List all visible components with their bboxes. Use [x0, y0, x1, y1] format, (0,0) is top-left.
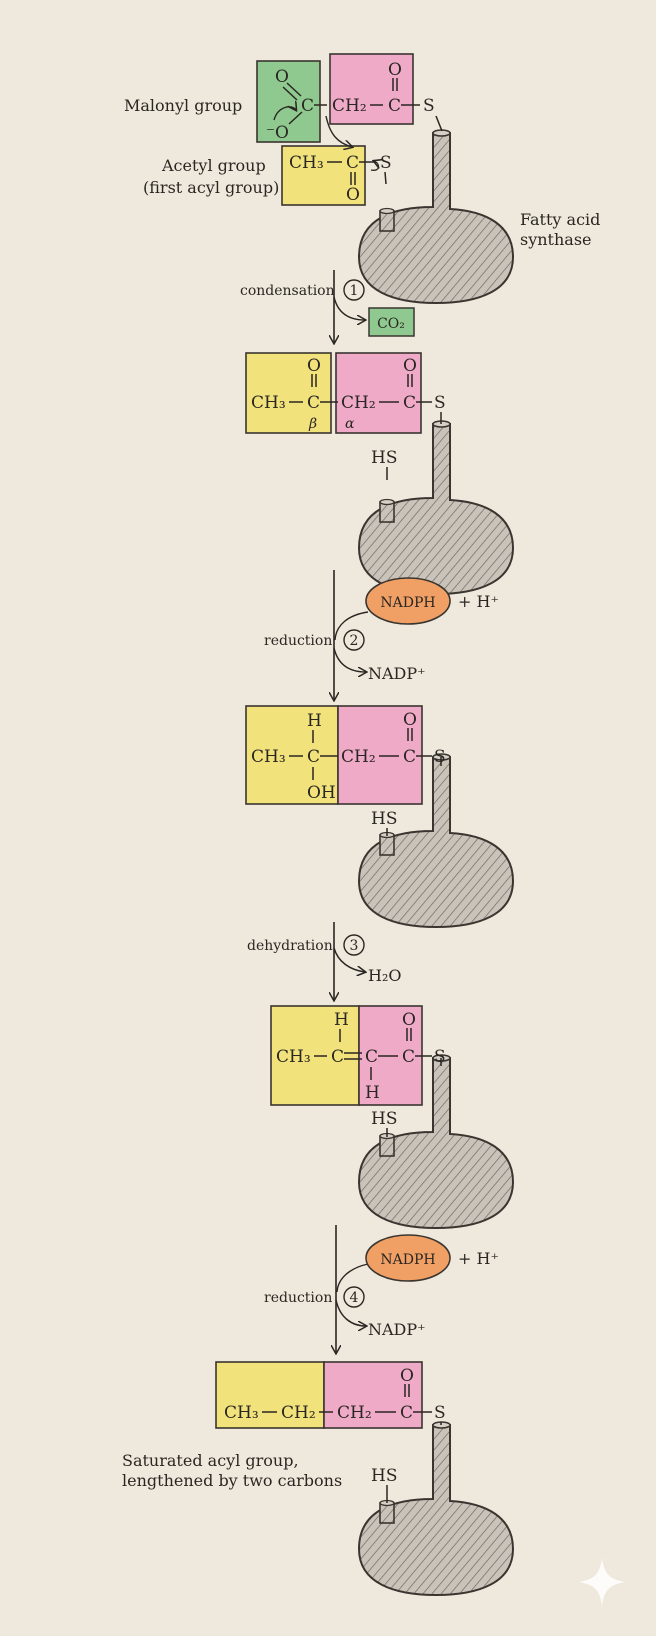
svg-text:CH₃: CH₃ — [224, 1403, 259, 1423]
svg-text:C: C — [365, 1047, 378, 1067]
alpha-carbon-label: α — [345, 416, 355, 432]
nadph-badge — [365, 1234, 451, 1282]
step-4-name: reduction — [264, 1290, 332, 1306]
svg-text:O: O — [307, 356, 321, 376]
stage-saturated: CH₃ CH₂ CH₂ C O S HS Saturated acyl grou… — [122, 1361, 514, 1596]
step-1-number: 1 — [350, 283, 359, 299]
hs-label: HS — [371, 1109, 397, 1129]
step-2-number: 2 — [350, 633, 359, 649]
svg-text:OH: OH — [307, 783, 336, 803]
svg-text:O: O — [388, 60, 402, 80]
nadph-badge — [365, 577, 451, 625]
step-3-dehydration: dehydration 3 H₂O — [247, 922, 401, 1000]
step-4-reagent: NADPH — [380, 1252, 435, 1268]
svg-text:C: C — [388, 96, 401, 116]
step-3-number: 3 — [350, 938, 359, 954]
stage-after-condensation: CH₃ C O β CH₂ α C O S HS — [245, 352, 514, 595]
svg-text:H: H — [307, 711, 322, 731]
svg-text:C: C — [400, 1403, 413, 1423]
svg-text:C: C — [307, 747, 320, 767]
step-2-reagent: NADPH — [380, 595, 435, 611]
svg-text:CH₃: CH₃ — [251, 747, 286, 767]
step-2-product: NADP⁺ — [368, 664, 426, 683]
acyl-box — [245, 705, 339, 805]
svg-text:C: C — [301, 96, 314, 116]
step-3-name: dehydration — [247, 938, 333, 954]
svg-text:C: C — [403, 747, 416, 767]
svg-text:S: S — [434, 393, 446, 413]
svg-text:CH₃: CH₃ — [289, 153, 324, 173]
svg-text:CH₃: CH₃ — [276, 1047, 311, 1067]
acyl-box — [215, 1361, 325, 1429]
svg-text:CH₃: CH₃ — [251, 393, 286, 413]
step-2-reduction: NADPH + H⁺ reduction 2 NADP⁺ — [264, 570, 499, 700]
svg-text:O: O — [275, 67, 289, 87]
step-2-plus: + H⁺ — [458, 592, 499, 611]
label-saturated-1: Saturated acyl group, — [122, 1451, 299, 1470]
svg-text:H: H — [365, 1083, 380, 1103]
hs-label: HS — [371, 1466, 397, 1486]
fatty-acid-synthase-icon — [358, 420, 514, 595]
thioester-box — [323, 1361, 423, 1429]
label-first-acyl: (first acyl group) — [143, 178, 279, 197]
svg-text:⁻O: ⁻O — [266, 123, 289, 143]
svg-text:CH₂: CH₂ — [281, 1403, 316, 1423]
hs-label: HS — [371, 448, 397, 468]
svg-text:CH₂: CH₂ — [341, 393, 376, 413]
thioester-box — [329, 53, 414, 125]
beta-carbon-label: β — [308, 416, 317, 432]
stage-initial: Malonyl group Acetyl group (first acyl g… — [124, 53, 600, 304]
svg-text:O: O — [403, 356, 417, 376]
step-1-condensation: condensation 1 CO₂ — [240, 270, 415, 343]
svg-text:S: S — [434, 1047, 446, 1067]
step-3-product: H₂O — [368, 966, 401, 985]
step-4-plus: + H⁺ — [458, 1249, 499, 1268]
label-acetyl: Acetyl group — [161, 156, 266, 175]
svg-text:S: S — [434, 747, 446, 767]
label-saturated-2: lengthened by two carbons — [122, 1471, 342, 1490]
svg-text:S: S — [423, 96, 435, 116]
step-1-product: CO₂ — [377, 316, 405, 332]
svg-text:C: C — [403, 393, 416, 413]
label-fas-2: synthase — [520, 230, 592, 249]
svg-text:C: C — [346, 153, 359, 173]
stage-after-dehydration: CH₃ C H C H C O S HS — [270, 1005, 514, 1229]
svg-text:O: O — [402, 1010, 416, 1030]
step-4-product: NADP⁺ — [368, 1320, 426, 1339]
svg-text:C: C — [307, 393, 320, 413]
svg-text:C: C — [402, 1047, 415, 1067]
svg-text:C: C — [331, 1047, 344, 1067]
svg-text:O: O — [400, 1366, 414, 1386]
step-4-reduction: NADPH + H⁺ reduction 4 NADP⁺ — [264, 1225, 499, 1353]
step-2-name: reduction — [264, 633, 332, 649]
label-malonyl: Malonyl group — [124, 96, 242, 115]
thioester-box — [335, 352, 422, 434]
svg-text:CH₂: CH₂ — [332, 96, 367, 116]
step-4-number: 4 — [350, 1290, 359, 1306]
svg-text:CH₂: CH₂ — [337, 1403, 372, 1423]
stage-after-reduction-1: CH₃ C H OH CH₂ C O S HS — [245, 705, 514, 928]
acyl-box — [245, 352, 332, 434]
hs-label: HS — [371, 809, 397, 829]
svg-text:S: S — [380, 153, 392, 173]
svg-text:S: S — [434, 1403, 446, 1423]
svg-text:O: O — [346, 185, 360, 205]
fatty-acid-synthase-icon — [358, 1421, 514, 1596]
label-fas-1: Fatty acid — [520, 210, 600, 229]
svg-text:H: H — [334, 1010, 349, 1030]
svg-text:CH₂: CH₂ — [341, 747, 376, 767]
sparkle-icon — [578, 1558, 626, 1606]
step-1-name: condensation — [240, 283, 335, 299]
svg-text:O: O — [403, 710, 417, 730]
thioester-box — [337, 705, 423, 805]
co2-box — [368, 307, 415, 337]
